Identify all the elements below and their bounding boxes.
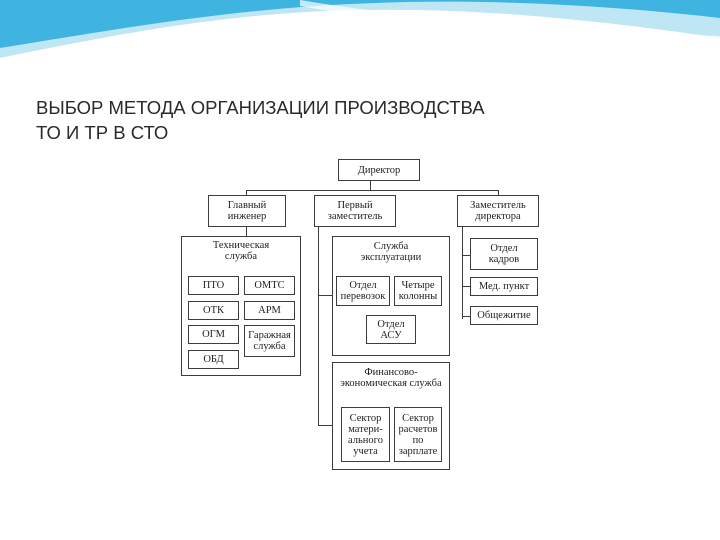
technical-service-label: служба <box>224 251 258 262</box>
finance-service-label: экономическая служба <box>340 378 442 389</box>
obd-box: ОБД <box>188 350 239 369</box>
connector <box>462 227 463 319</box>
otk-label: ОТК <box>203 305 224 316</box>
medical-point-box: Мед. пункт <box>470 277 538 296</box>
omts-box: ОМТС <box>244 276 295 295</box>
technical-service-group <box>181 236 301 376</box>
connector <box>318 425 332 426</box>
director-box: Директор <box>338 159 420 181</box>
connector <box>246 190 247 195</box>
arm-label: АРМ <box>258 305 281 316</box>
connector <box>498 190 499 195</box>
arm-box: АРМ <box>244 301 295 320</box>
asu-dept-box: Отдел АСУ <box>366 315 416 344</box>
four-columns-label: колонны <box>398 291 438 302</box>
operations-service-group <box>332 236 450 356</box>
deputy-director-label: директора <box>475 211 521 222</box>
asu-dept-label: АСУ <box>380 329 402 341</box>
connector <box>370 180 371 190</box>
asu-dept-label: Отдел <box>377 318 405 330</box>
slide-title: ВЫБОР МЕТОДА ОРГАНИЗАЦИИ ПРОИЗВОДСТВА ТО… <box>36 95 596 145</box>
slide-title-line-2: ТО И ТР В СТО <box>36 122 169 143</box>
chief-engineer-label: инженер <box>227 211 267 222</box>
operations-service-label: Служба <box>373 241 409 252</box>
medical-point-label: Мед. пункт <box>478 281 530 292</box>
hr-dept-box: Отдел кадров <box>470 238 538 270</box>
operations-service-label: эксплуатации <box>360 252 422 263</box>
four-columns-label: Четыре <box>401 280 435 291</box>
operations-service-header: Служба эксплуатации <box>333 238 449 266</box>
material-accounting-label: матери- <box>348 423 383 435</box>
chief-engineer-box: Главный инженер <box>208 195 286 227</box>
garage-service-label: Гаражная служба <box>248 330 291 352</box>
payroll-sector-label: расчетов <box>398 423 438 435</box>
payroll-sector-label: по <box>412 434 424 446</box>
transport-dept-label: перевозок <box>340 291 386 302</box>
director-label: Директор <box>357 164 401 176</box>
garage-service-box: Гаражная служба <box>244 325 295 357</box>
slide-title-line-1: ВЫБОР МЕТОДА ОРГАНИЗАЦИИ ПРОИЗВОДСТВА <box>36 97 485 118</box>
connector <box>318 295 332 296</box>
material-accounting-label: учета <box>353 445 378 457</box>
deputy-director-label: Заместитель <box>470 200 526 211</box>
dormitory-label: Общежитие <box>477 310 531 321</box>
header-wave-decoration <box>0 0 720 58</box>
pto-box: ПТО <box>188 276 239 295</box>
connector <box>462 286 470 287</box>
connector <box>462 255 470 256</box>
ogm-box: ОГМ <box>188 325 239 344</box>
connector <box>246 227 247 236</box>
connector <box>318 227 319 425</box>
chief-engineer-label: Главный <box>227 200 267 211</box>
hr-dept-label: кадров <box>488 254 520 265</box>
transport-dept-box: Отдел перевозок <box>336 276 390 306</box>
payroll-sector-box: Сектор расчетов по зарплате <box>394 407 442 462</box>
connector <box>246 190 498 191</box>
otk-box: ОТК <box>188 301 239 320</box>
finance-service-label: Финансово- <box>364 367 418 378</box>
finance-service-header: Финансово- экономическая служба <box>333 364 449 392</box>
connector <box>462 316 470 317</box>
payroll-sector-label: Сектор <box>402 412 434 424</box>
technical-service-label: Техническая <box>212 240 270 251</box>
deputy-director-box: Заместитель директора <box>457 195 539 227</box>
four-columns-box: Четыре колонны <box>394 276 442 306</box>
ogm-label: ОГМ <box>202 329 225 340</box>
obd-label: ОБД <box>203 354 224 365</box>
transport-dept-label: Отдел <box>349 280 377 291</box>
material-accounting-box: Сектор матери- ального учета <box>341 407 390 462</box>
payroll-sector-label: зарплате <box>398 445 438 457</box>
technical-service-header: Техническая служба <box>182 237 300 265</box>
dormitory-box: Общежитие <box>470 306 538 325</box>
first-deputy-label: заместитель <box>327 211 383 222</box>
first-deputy-box: Первый заместитель <box>314 195 396 227</box>
hr-dept-label: Отдел <box>490 243 518 254</box>
first-deputy-label: Первый <box>337 200 373 211</box>
finance-service-group <box>332 362 450 470</box>
omts-label: ОМТС <box>254 280 285 291</box>
material-accounting-label: ального <box>348 434 383 446</box>
material-accounting-label: Сектор <box>349 412 382 424</box>
pto-label: ПТО <box>202 280 225 291</box>
